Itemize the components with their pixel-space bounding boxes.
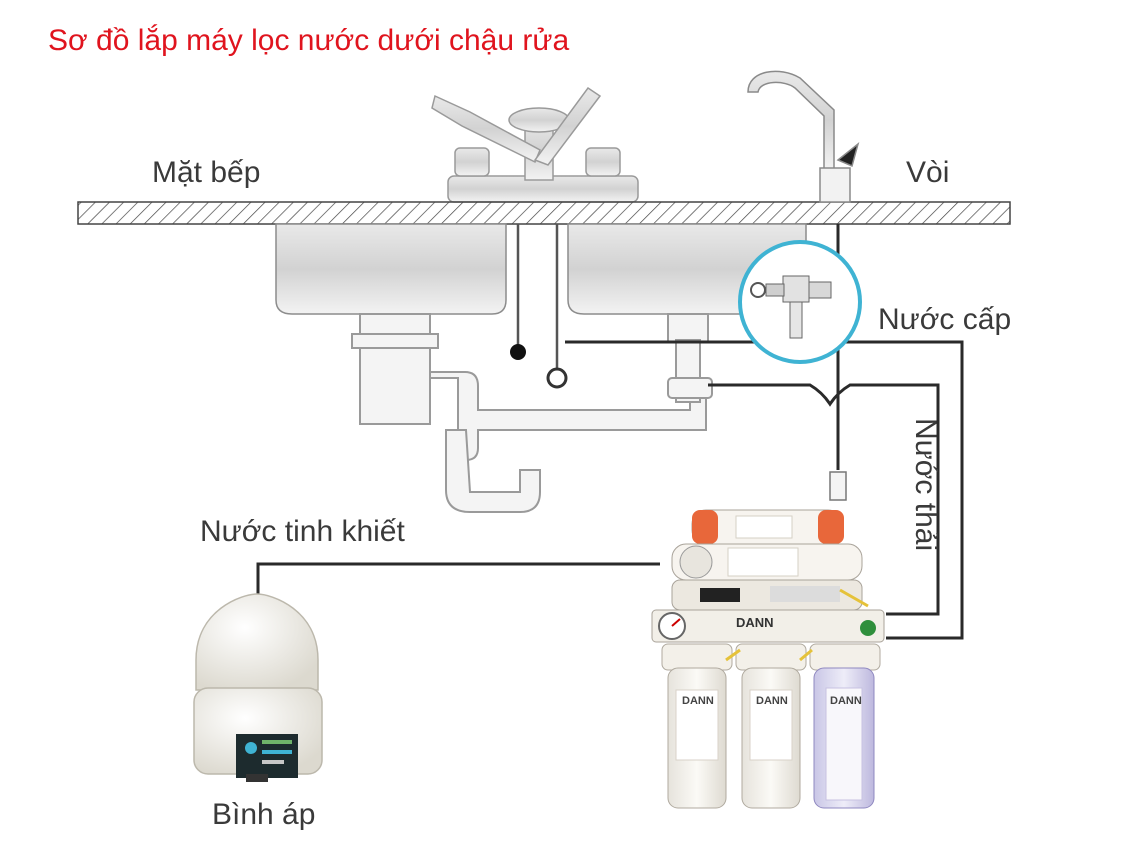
housing-brand-left: DANN xyxy=(682,695,714,707)
pressure-tank xyxy=(193,593,323,782)
label-countertop: Mặt bếp xyxy=(152,156,261,189)
hose-end-ring xyxy=(546,367,568,389)
housing-brand-right: DANN xyxy=(830,695,862,707)
countertop xyxy=(77,201,1011,225)
purifier-brand-plate: DANN xyxy=(736,615,774,630)
drain-pipes xyxy=(351,313,713,513)
label-feed-water: Nước cấp xyxy=(878,303,1012,336)
double-sink xyxy=(275,223,807,315)
sink-mixer-faucet xyxy=(431,86,639,203)
label-faucet: Vòi xyxy=(906,156,950,189)
diagram-title: Sơ đồ lắp máy lọc nước dưới chậu rửa xyxy=(48,24,570,57)
feed-valve-inset xyxy=(738,240,862,364)
label-waste-water: Nước thải xyxy=(909,418,942,552)
ro-faucet xyxy=(747,70,860,203)
hose-end-dark xyxy=(510,344,526,360)
ro-purifier xyxy=(651,509,885,809)
faucet-line-fitting xyxy=(829,471,847,501)
supply-hoses xyxy=(516,224,559,370)
label-pure-water: Nước tinh khiết xyxy=(200,515,405,548)
housing-brand-middle: DANN xyxy=(756,695,788,707)
label-pressure-tank: Bình áp xyxy=(212,798,316,831)
